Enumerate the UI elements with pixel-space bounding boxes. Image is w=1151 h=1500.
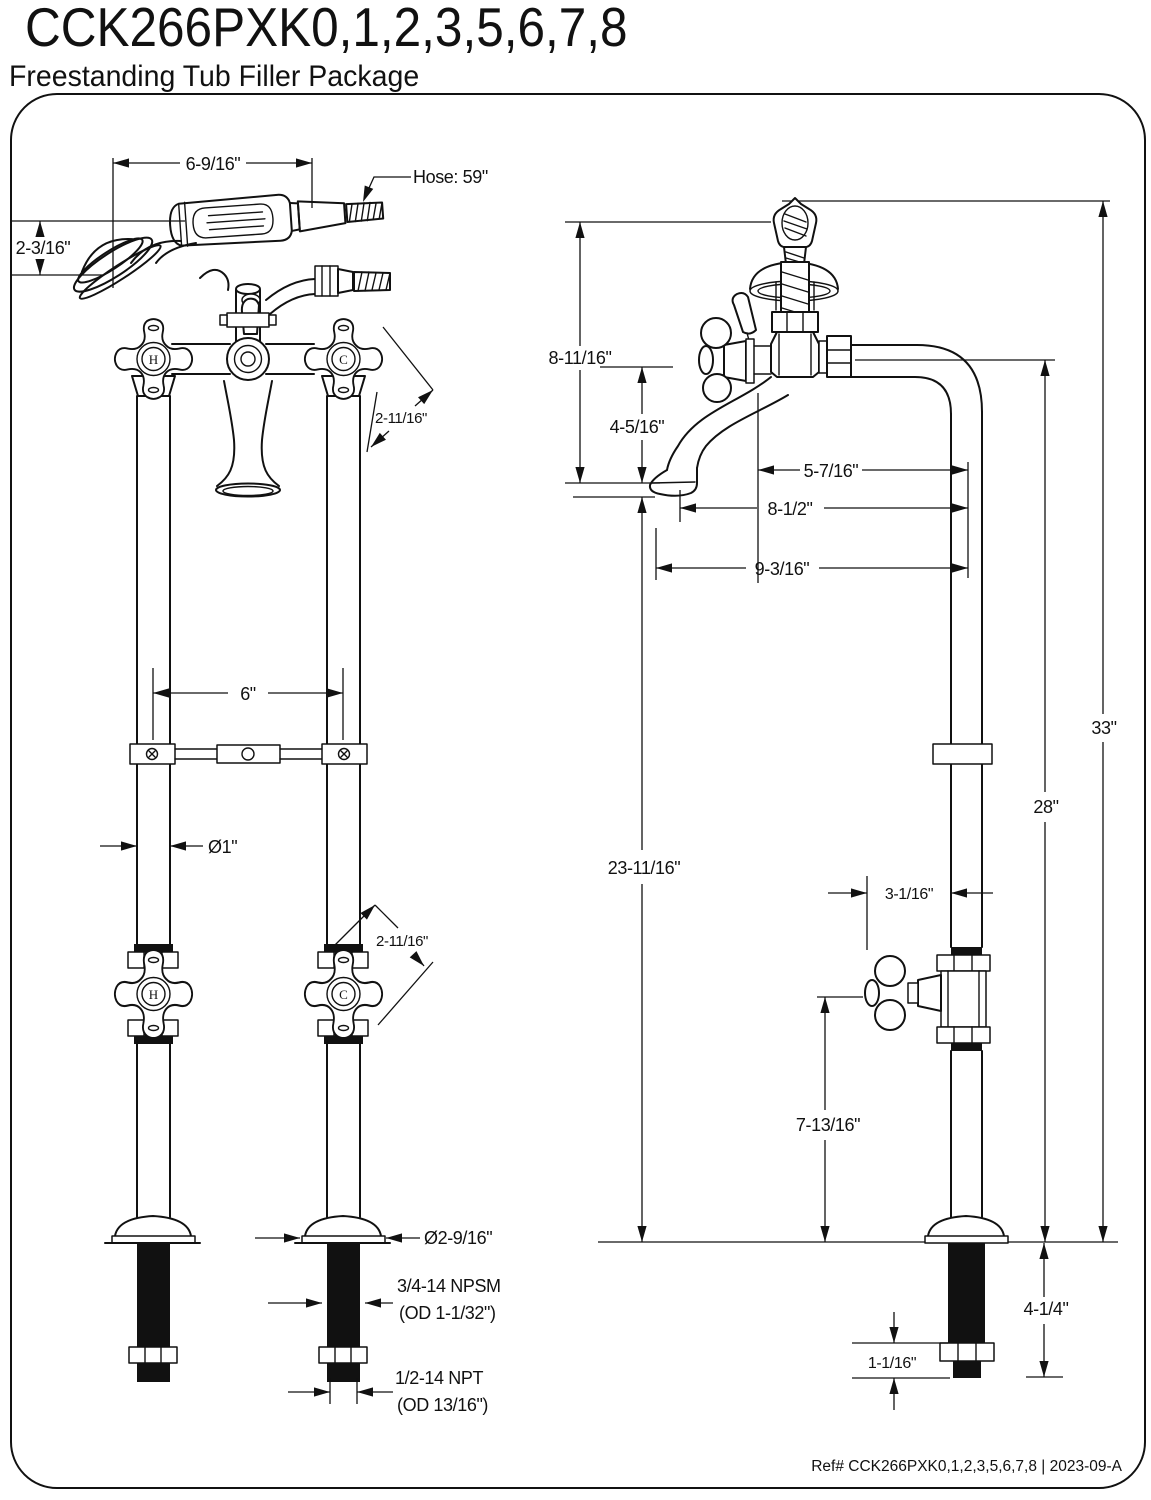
dim-locknut: 1-1/16": [852, 1312, 950, 1410]
floor-flange-cold: [294, 1215, 391, 1382]
dim-label-spout-reach: 5-7/16": [804, 461, 859, 481]
page-subtitle: Freestanding Tub Filler Package: [9, 60, 419, 93]
tub-spout: [216, 380, 236, 487]
dim-overall-height: 33": [1091, 201, 1117, 1242]
dim-handle-lower: 2-11/16": [329, 901, 434, 1026]
side-view: 8-11/16" 4-5/16" 23-11/16" 5-7/16": [549, 197, 1118, 1410]
dim-label-riser-thread-od: (OD 1-1/32"): [399, 1303, 496, 1323]
dim-label-handle-upper: 2-11/16": [375, 410, 427, 427]
dim-spout-to-floor: 23-11/16": [608, 497, 681, 1242]
handle-letter-cold: C: [339, 352, 348, 367]
hose-cone: [296, 200, 347, 233]
dim-spout-reach: 5-7/16": [757, 393, 969, 583]
dim-label-head-height: 2-3/16": [16, 238, 71, 258]
dim-shower-head-height: 2-3/16": [12, 220, 185, 276]
dim-label-spout-drop: 4-5/16": [610, 417, 665, 437]
dim-label-pipe-diameter: Ø1": [208, 837, 237, 857]
dim-flange-diameter: Ø2-9/16": [255, 1228, 493, 1248]
dim-label-pipe-spacing: 6": [240, 684, 256, 704]
dim-reach-overall: 9-3/16": [655, 528, 968, 580]
dim-label-body-width: 6-9/16": [186, 154, 241, 174]
hand-shower: [72, 193, 385, 300]
floor-flange-side: [924, 1215, 1009, 1378]
dim-below-floor: 4-1/4": [1023, 1243, 1069, 1378]
lower-handle-letter-hot: H: [149, 987, 158, 1002]
lower-valve-cold: C: [303, 944, 384, 1044]
diverter-lever-side: [731, 292, 757, 335]
upper-handle-hot: H: [113, 318, 194, 400]
dim-riser-height: 28": [855, 359, 1059, 1242]
dim-pipe-spacing: 6": [152, 668, 344, 740]
valve-handle-lobe: [874, 955, 906, 987]
dim-pipe-diameter: Ø1": [100, 837, 238, 857]
floor-flange-hot: [104, 1215, 201, 1382]
dim-valve-height: 7-13/16": [796, 996, 863, 1242]
dim-label-riser-height: 28": [1033, 797, 1058, 817]
side-handle-lobe: [700, 317, 732, 349]
hand-shower-grip: [169, 193, 293, 247]
dim-riser-thread: 3/4-14 NPSM (OD 1-1/32"): [268, 1276, 501, 1323]
handle-letter-hot: H: [149, 352, 158, 367]
dim-label-locknut: 1-1/16": [868, 1355, 916, 1372]
dim-label-valve-height: 7-13/16": [796, 1115, 860, 1135]
front-view: 6-9/16" Hose: 59" 2-3/16": [12, 154, 501, 1415]
lower-valve-hot: H: [113, 944, 194, 1044]
dim-label-supply-thread-od: (OD 13/16"): [397, 1395, 488, 1415]
dim-label-overall-height: 33": [1091, 718, 1116, 738]
dim-label-supply-thread: 1/2-14 NPT: [395, 1368, 483, 1388]
dim-handle-height: 8-11/16": [549, 222, 612, 483]
dim-handle-upper: 2-11/16": [366, 326, 437, 453]
page-title: CCK266PXK0,1,2,3,5,6,7,8: [25, 0, 628, 59]
dim-label-valve-offset: 3-1/16": [885, 886, 933, 903]
dim-label-reach-overall: 9-3/16": [755, 559, 810, 579]
footer-reference: Ref# CCK266PXK0,1,2,3,5,6,7,8 | 2023-09-…: [811, 1458, 1122, 1475]
supply-tube: [850, 344, 983, 413]
riser-valve: [864, 947, 991, 1218]
supply-pipes: [136, 395, 361, 1218]
dim-valve-offset: 3-1/16": [828, 876, 993, 950]
dim-reach-mid: 8-1/2": [679, 490, 968, 522]
hose-callout: Hose: 59": [358, 167, 488, 204]
dim-label-riser-thread: 3/4-14 NPSM: [397, 1276, 501, 1296]
dim-body-width: 6-9/16": [112, 154, 313, 288]
dim-label-handle-height: 8-11/16": [549, 348, 612, 368]
dim-label-below-floor: 4-1/4": [1023, 1299, 1068, 1319]
lower-handle-letter-cold: C: [339, 987, 348, 1002]
hose-stub: [353, 271, 391, 292]
diverter-outlet: [265, 265, 391, 315]
dim-spout-drop: 4-5/16": [610, 367, 665, 483]
dim-label-flange: Ø2-9/16": [424, 1228, 492, 1248]
support-crossbar: [129, 743, 368, 765]
dim-supply-thread: 1/2-14 NPT (OD 13/16"): [288, 1368, 488, 1415]
sheet-border: [10, 93, 1146, 1489]
dim-label-handle-lower: 2-11/16": [376, 933, 428, 950]
dim-label-reach-mid: 8-1/2": [767, 499, 812, 519]
upper-handle-cold: C: [303, 318, 384, 400]
diverter-hub: [226, 337, 270, 381]
front-faucet-body: [131, 268, 366, 498]
valve-body: [770, 331, 820, 378]
riser-bracket: [932, 743, 993, 765]
dim-label-spout-to-floor: 23-11/16": [608, 858, 681, 878]
side-faucet: [648, 197, 983, 948]
dim-label-hose: Hose: 59": [413, 167, 488, 187]
spout-side: [666, 376, 772, 471]
